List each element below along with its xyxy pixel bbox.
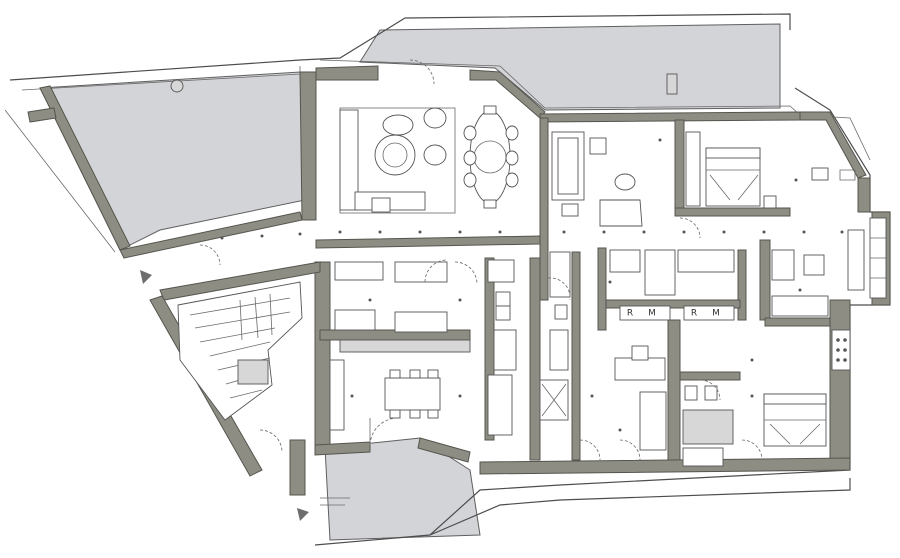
stair-icon (177, 281, 303, 421)
armchair-1 (382, 114, 414, 136)
sofa-l (339, 109, 359, 211)
ceiling-lights (220, 138, 844, 432)
bathrooms (487, 249, 829, 467)
bathtub-icon (682, 447, 724, 467)
armchair-3 (423, 144, 447, 166)
round-table-living (374, 134, 416, 176)
bedroom-upper (685, 131, 856, 209)
terrace-post (666, 73, 678, 95)
entrance-arrow-icon (297, 508, 309, 521)
walls (27, 65, 891, 496)
room-marker-r: R (691, 309, 697, 319)
cooktop-icon (631, 345, 649, 361)
room-marker-m: M (648, 309, 656, 319)
ottoman (371, 197, 391, 213)
door-swings (199, 59, 763, 461)
terrace-column (170, 79, 184, 93)
room-marker-r: R (627, 309, 633, 319)
dining-table-bottom (384, 377, 441, 411)
entrance-arrow-icon (140, 270, 152, 284)
terrace-bottom (324, 437, 481, 541)
kitchen (329, 261, 471, 446)
living-room (170, 73, 678, 214)
terrace-top-right (359, 23, 781, 111)
room-markers: R M R M (619, 305, 735, 321)
wardrobes-right (847, 217, 887, 299)
bedroom-middle (539, 345, 667, 451)
armchair-2 (423, 107, 447, 129)
bedroom-lower (763, 329, 851, 447)
room-marker-m: M (712, 309, 720, 319)
study (551, 131, 643, 227)
facade-outline (9, 13, 891, 546)
